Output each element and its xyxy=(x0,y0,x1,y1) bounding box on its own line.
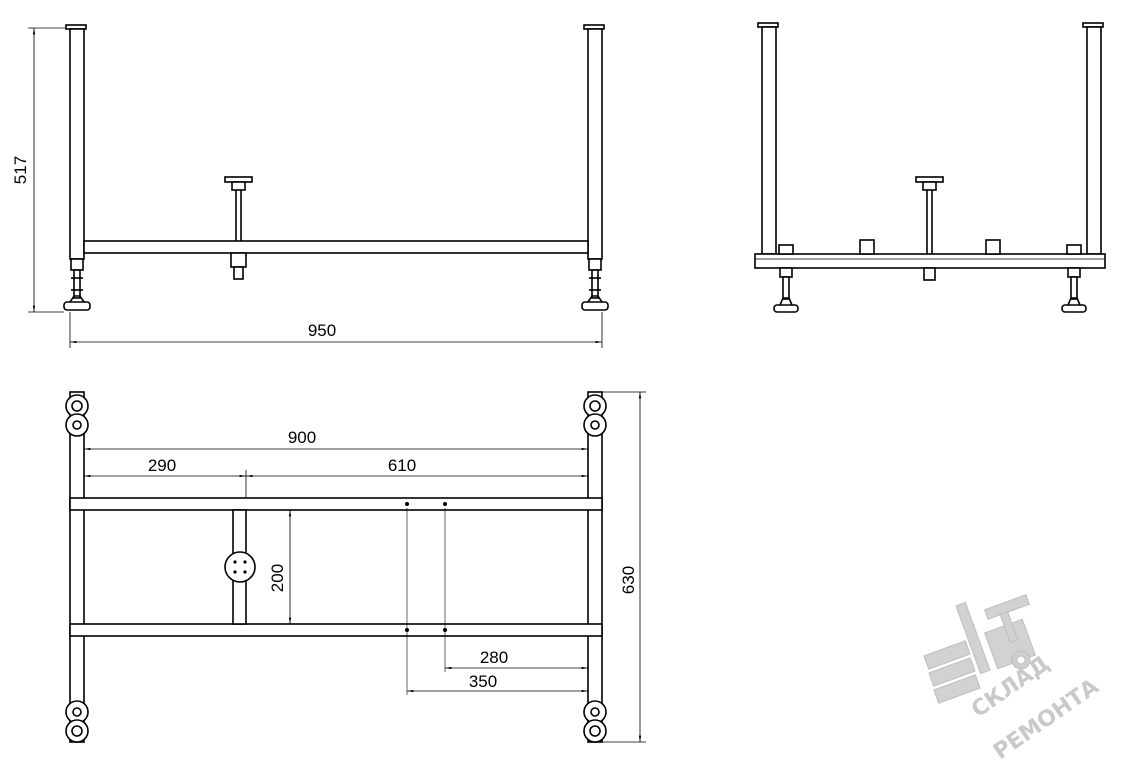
inner-width-label: 900 xyxy=(288,428,316,447)
plan-foot-top-left xyxy=(65,394,89,437)
side-right-post xyxy=(1082,22,1104,255)
front-right-leg xyxy=(581,24,609,311)
side-base-beam xyxy=(754,253,1106,269)
plan-foot-bottom-left xyxy=(65,700,89,743)
side-left-foot xyxy=(773,244,799,313)
plan-left-rail xyxy=(69,391,85,743)
height-dimension-label: 517 xyxy=(11,156,30,184)
front-center-support xyxy=(224,176,253,280)
front-dimensions xyxy=(28,27,603,348)
side-center-support xyxy=(915,176,944,281)
rail-spacing-label: 200 xyxy=(268,564,287,592)
hole-offset-b-label: 350 xyxy=(469,672,497,691)
right-span-label: 610 xyxy=(388,456,416,475)
plan-center-pad xyxy=(224,551,256,583)
front-view xyxy=(63,24,609,311)
width-dimension-label: 950 xyxy=(308,321,336,340)
plan-foot-bottom-right xyxy=(583,700,607,743)
plan-bottom-crossrail xyxy=(69,623,603,637)
plan-dimensions xyxy=(83,391,646,743)
side-left-post xyxy=(757,22,779,255)
plan-mounting-holes xyxy=(405,502,447,632)
hole-offset-a-label: 280 xyxy=(480,648,508,667)
forklift-icon xyxy=(923,594,1036,704)
front-crossbeam xyxy=(83,240,589,254)
depth-label: 630 xyxy=(619,566,638,594)
side-right-foot xyxy=(1061,244,1087,313)
left-span-label: 290 xyxy=(148,456,176,475)
front-left-leg xyxy=(63,24,91,311)
plan-right-rail xyxy=(587,391,603,743)
plan-foot-top-right xyxy=(583,394,607,437)
side-view xyxy=(754,22,1106,313)
plan-top-crossrail xyxy=(69,497,603,511)
watermark: СКЛАД РЕМОНТА xyxy=(923,594,1104,765)
plan-view xyxy=(65,391,607,743)
